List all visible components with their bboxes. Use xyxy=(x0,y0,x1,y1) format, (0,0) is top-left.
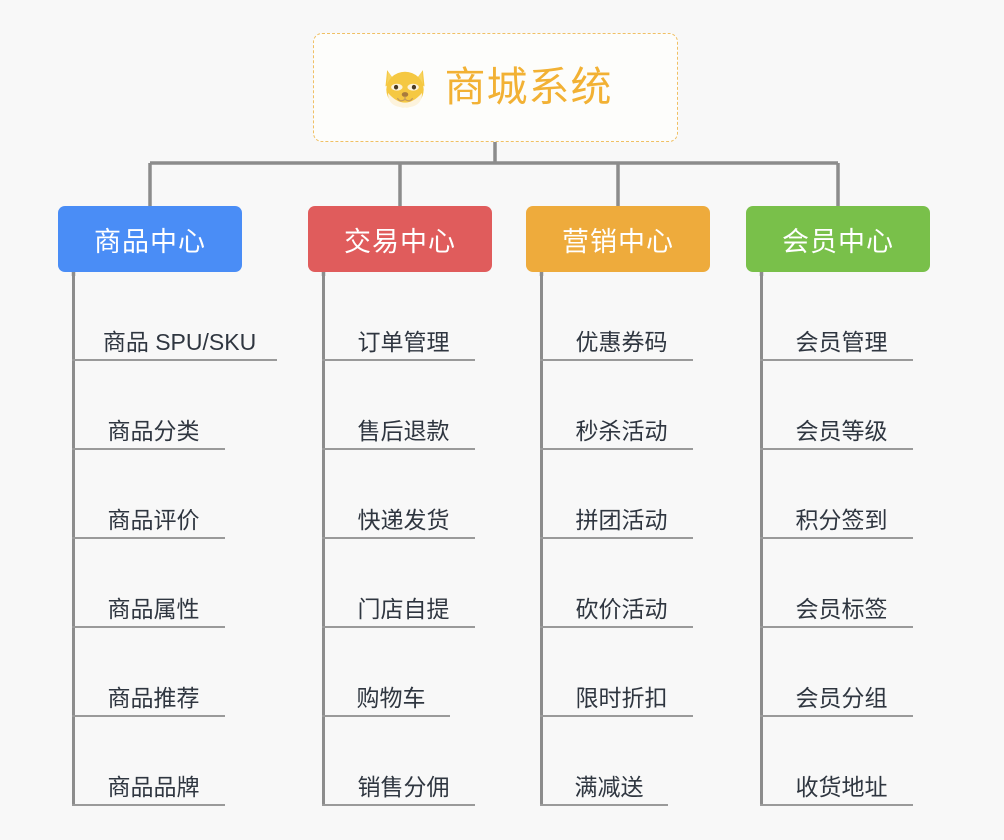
leaf-underline xyxy=(540,359,693,361)
leaf-underline xyxy=(322,804,475,806)
leaf-underline xyxy=(322,537,475,539)
leaf-item[interactable]: 会员分组 xyxy=(760,628,923,717)
shiba-dog-face-icon xyxy=(385,69,424,109)
leaf-item-label: 商品属性 xyxy=(107,595,200,622)
category-header-1[interactable]: 商品中心 xyxy=(58,206,242,272)
leaf-item-label: 积分签到 xyxy=(795,506,888,533)
leaf-item-label: 售后退款 xyxy=(357,417,450,444)
category-header-label: 会员中心 xyxy=(782,226,894,257)
branch-trunk-line xyxy=(72,272,75,806)
leaf-item[interactable]: 商品分类 xyxy=(72,361,235,450)
category-header-4[interactable]: 会员中心 xyxy=(746,206,930,272)
branch-trunk-line xyxy=(322,272,325,806)
leaf-item[interactable]: 会员等级 xyxy=(760,361,923,450)
category-item-list: 商品 SPU/SKU 商品分类商品评价商品属性商品推荐商品品牌 xyxy=(72,272,287,806)
leaf-underline xyxy=(760,804,913,806)
category-header-label: 营销中心 xyxy=(562,226,674,257)
leaf-item[interactable]: 销售分佣 xyxy=(322,717,485,806)
leaf-item[interactable]: 砍价活动 xyxy=(540,539,703,628)
leaf-item[interactable]: 订单管理 xyxy=(322,272,485,361)
leaf-item-label: 会员管理 xyxy=(795,328,888,355)
leaf-underline xyxy=(72,804,225,806)
category-header-label: 交易中心 xyxy=(344,226,456,257)
leaf-underline xyxy=(322,715,450,717)
leaf-item[interactable]: 收货地址 xyxy=(760,717,923,806)
leaf-item-label: 砍价活动 xyxy=(575,595,668,622)
leaf-item[interactable]: 门店自提 xyxy=(322,539,485,628)
leaf-underline xyxy=(540,804,668,806)
leaf-underline xyxy=(540,537,693,539)
leaf-item-label: 收货地址 xyxy=(795,773,888,800)
leaf-item[interactable]: 拼团活动 xyxy=(540,450,703,539)
leaf-underline xyxy=(72,359,277,361)
leaf-item-label: 会员分组 xyxy=(795,684,888,711)
leaf-underline xyxy=(72,537,225,539)
root-node[interactable]: 商城系统 xyxy=(313,33,678,142)
leaf-item[interactable]: 优惠券码 xyxy=(540,272,703,361)
leaf-item[interactable]: 积分签到 xyxy=(760,450,923,539)
leaf-underline xyxy=(540,448,693,450)
leaf-item[interactable]: 会员管理 xyxy=(760,272,923,361)
leaf-item-label: 拼团活动 xyxy=(575,506,668,533)
leaf-item[interactable]: 商品评价 xyxy=(72,450,235,539)
leaf-item-label: 秒杀活动 xyxy=(575,417,668,444)
leaf-item[interactable]: 商品品牌 xyxy=(72,717,235,806)
leaf-item-label: 快递发货 xyxy=(357,506,450,533)
leaf-item[interactable]: 快递发货 xyxy=(322,450,485,539)
leaf-underline xyxy=(72,715,225,717)
leaf-item[interactable]: 满减送 xyxy=(540,717,678,806)
leaf-item-label: 会员标签 xyxy=(795,595,888,622)
leaf-underline xyxy=(322,626,475,628)
leaf-item[interactable]: 会员标签 xyxy=(760,539,923,628)
leaf-item-label: 商品分类 xyxy=(107,417,200,444)
leaf-item-label: 订单管理 xyxy=(357,328,450,355)
leaf-item-label: 商品评价 xyxy=(107,506,200,533)
leaf-item[interactable]: 商品推荐 xyxy=(72,628,235,717)
leaf-underline xyxy=(322,359,475,361)
leaf-item[interactable]: 商品属性 xyxy=(72,539,235,628)
leaf-item-label: 限时折扣 xyxy=(575,684,668,711)
branch-trunk-line xyxy=(760,272,763,806)
category-item-list: 优惠券码秒杀活动拼团活动砍价活动限时折扣满减送 xyxy=(540,272,703,806)
leaf-underline xyxy=(760,537,913,539)
leaf-underline xyxy=(322,448,475,450)
leaf-item-label: 商品推荐 xyxy=(107,684,200,711)
category-header-label: 商品中心 xyxy=(94,226,206,257)
leaf-item[interactable]: 购物车 xyxy=(322,628,460,717)
category-header-3[interactable]: 营销中心 xyxy=(526,206,710,272)
leaf-item-label: 优惠券码 xyxy=(575,328,668,355)
leaf-item-label: 满减送 xyxy=(574,773,644,800)
leaf-underline xyxy=(760,626,913,628)
leaf-item[interactable]: 商品 SPU/SKU xyxy=(72,272,287,361)
leaf-underline xyxy=(760,715,913,717)
branch-trunk-line xyxy=(540,272,543,806)
leaf-underline xyxy=(540,715,693,717)
leaf-item-label: 销售分佣 xyxy=(357,773,450,800)
leaf-item[interactable]: 秒杀活动 xyxy=(540,361,703,450)
leaf-underline xyxy=(72,626,225,628)
leaf-item-label: 会员等级 xyxy=(795,417,888,444)
leaf-item-label: 门店自提 xyxy=(357,595,450,622)
leaf-item-label: 商品品牌 xyxy=(107,773,200,800)
leaf-underline xyxy=(72,448,225,450)
leaf-item-label: 购物车 xyxy=(356,684,426,711)
category-item-list: 订单管理售后退款快递发货门店自提购物车销售分佣 xyxy=(322,272,485,806)
leaf-item[interactable]: 售后退款 xyxy=(322,361,485,450)
leaf-underline xyxy=(760,448,913,450)
leaf-underline xyxy=(540,626,693,628)
leaf-item[interactable]: 限时折扣 xyxy=(540,628,703,717)
root-title: 商城系统 xyxy=(444,64,613,110)
leaf-item-label: 商品 SPU/SKU xyxy=(102,328,257,355)
leaf-underline xyxy=(760,359,913,361)
category-item-list: 会员管理会员等级积分签到会员标签会员分组收货地址 xyxy=(760,272,923,806)
category-header-2[interactable]: 交易中心 xyxy=(308,206,492,272)
